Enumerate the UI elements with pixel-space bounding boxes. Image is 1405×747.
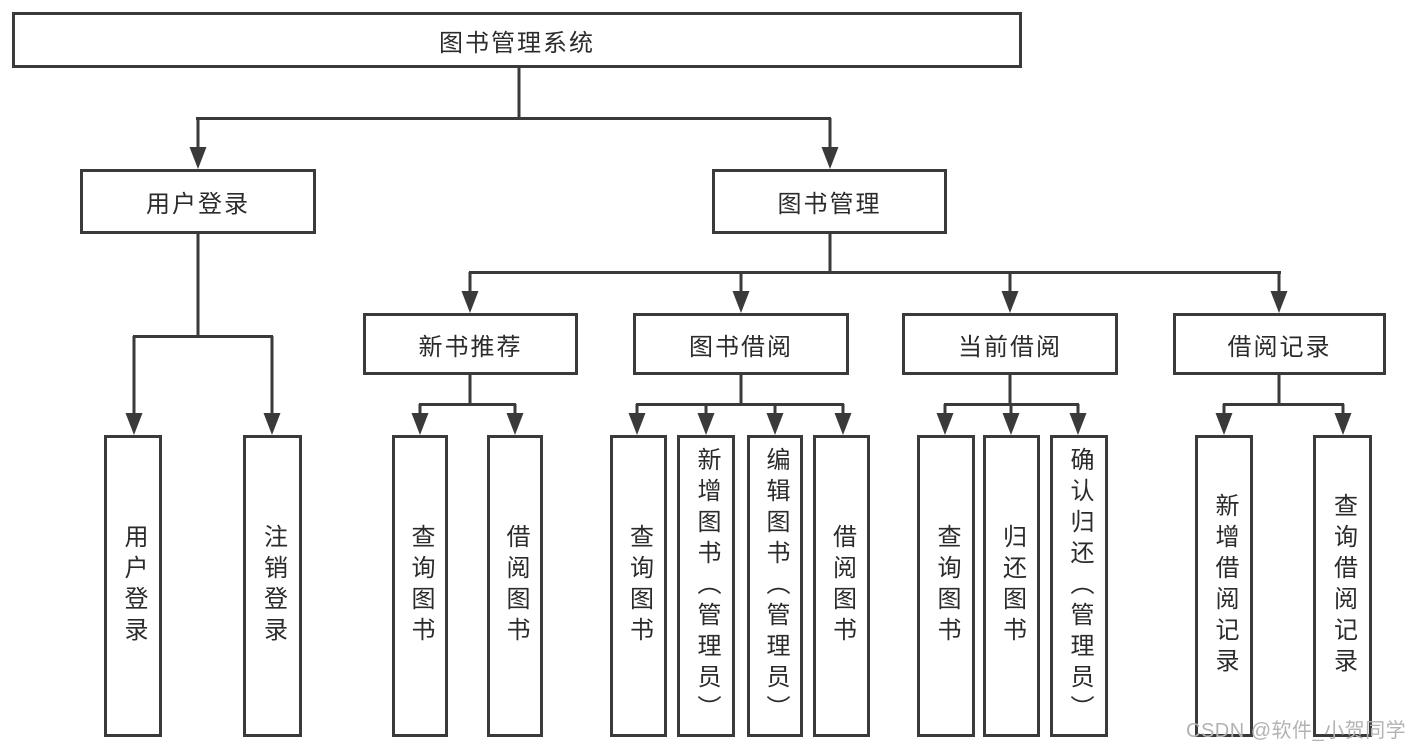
node-label: 图书管理 bbox=[777, 191, 882, 218]
leaf-label: 注销登录 bbox=[259, 524, 287, 648]
node-label: 用户登录 bbox=[146, 191, 250, 218]
leaf-return-books: 归还图书 bbox=[983, 435, 1040, 737]
node-borrowing-records: 借阅记录 bbox=[1173, 313, 1386, 375]
connector-path bbox=[132, 68, 1345, 415]
node-label: 借阅记录 bbox=[1227, 333, 1332, 361]
node-current-borrowing: 当前借阅 bbox=[902, 313, 1118, 375]
node-label: 图书借阅 bbox=[689, 333, 793, 361]
leaf-user-login: 用户登录 bbox=[104, 435, 162, 737]
leaf-borrow-books-recommend: 借阅图书 bbox=[487, 435, 543, 737]
node-label: 图书管理系统 bbox=[439, 29, 595, 57]
leaf-query-books-current: 查询图书 bbox=[917, 435, 975, 737]
leaf-label: 查询图书 bbox=[933, 524, 960, 648]
leaf-label: 归还图书 bbox=[998, 524, 1026, 648]
leaf-add-borrow-record: 新增借阅记录 bbox=[1195, 435, 1253, 737]
node-book-borrowing: 图书借阅 bbox=[633, 313, 849, 375]
leaf-label: 新增图书（管理员） bbox=[693, 446, 720, 726]
leaf-label: 查询图书 bbox=[625, 524, 653, 648]
arrowhead-icons bbox=[125, 147, 1352, 435]
node-library-management-system: 图书管理系统 bbox=[12, 12, 1022, 68]
leaf-logout: 注销登录 bbox=[243, 435, 302, 737]
leaf-label: 用户登录 bbox=[120, 524, 147, 648]
leaf-add-books-admin: 新增图书（管理员） bbox=[677, 435, 735, 737]
leaf-label: 查询图书 bbox=[407, 524, 434, 648]
node-new-book-recommendation: 新书推荐 bbox=[363, 313, 578, 375]
leaf-query-books-borrowing: 查询图书 bbox=[610, 435, 667, 737]
leaf-borrow-books-borrowing: 借阅图书 bbox=[813, 435, 870, 737]
node-user-login-group: 用户登录 bbox=[80, 169, 316, 234]
leaf-edit-books-admin: 编辑图书（管理员） bbox=[747, 435, 803, 737]
csdn-watermark: CSDN @软件_小贺同学 bbox=[1186, 720, 1405, 742]
leaf-label: 借阅图书 bbox=[828, 524, 856, 648]
leaf-label: 编辑图书（管理员） bbox=[762, 446, 789, 726]
leaf-label: 确认归还（管理员） bbox=[1066, 446, 1093, 726]
leaf-label: 新增借阅记录 bbox=[1211, 493, 1238, 679]
leaf-query-borrow-record: 查询借阅记录 bbox=[1313, 435, 1372, 737]
node-book-management: 图书管理 bbox=[712, 169, 947, 234]
node-label: 新书推荐 bbox=[418, 333, 523, 361]
leaf-label: 借阅图书 bbox=[502, 524, 529, 648]
node-label: 当前借阅 bbox=[958, 333, 1062, 361]
leaf-confirm-return-admin: 确认归还（管理员） bbox=[1050, 435, 1108, 737]
leaf-label: 查询借阅记录 bbox=[1329, 493, 1357, 679]
leaf-query-books-recommend: 查询图书 bbox=[392, 435, 448, 737]
